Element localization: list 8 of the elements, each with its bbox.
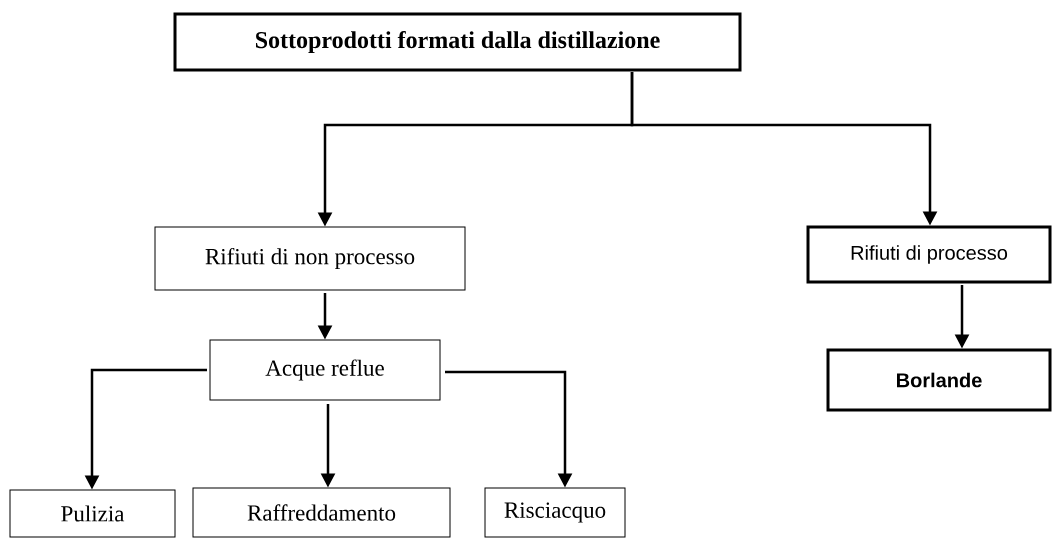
process-box: Rifiuti di processo xyxy=(806,225,1052,284)
process-box: Sottoprodotti formati dalla distillazione xyxy=(173,12,742,72)
process-box: Risciacquo xyxy=(484,487,626,538)
process-box: Borlande xyxy=(826,348,1052,412)
process-box: Raffreddamento xyxy=(192,487,451,538)
process-box: Acque reflue xyxy=(209,339,441,401)
process-box: Pulizia xyxy=(9,489,176,538)
process-box: Rifiuti di non processo xyxy=(154,226,466,291)
